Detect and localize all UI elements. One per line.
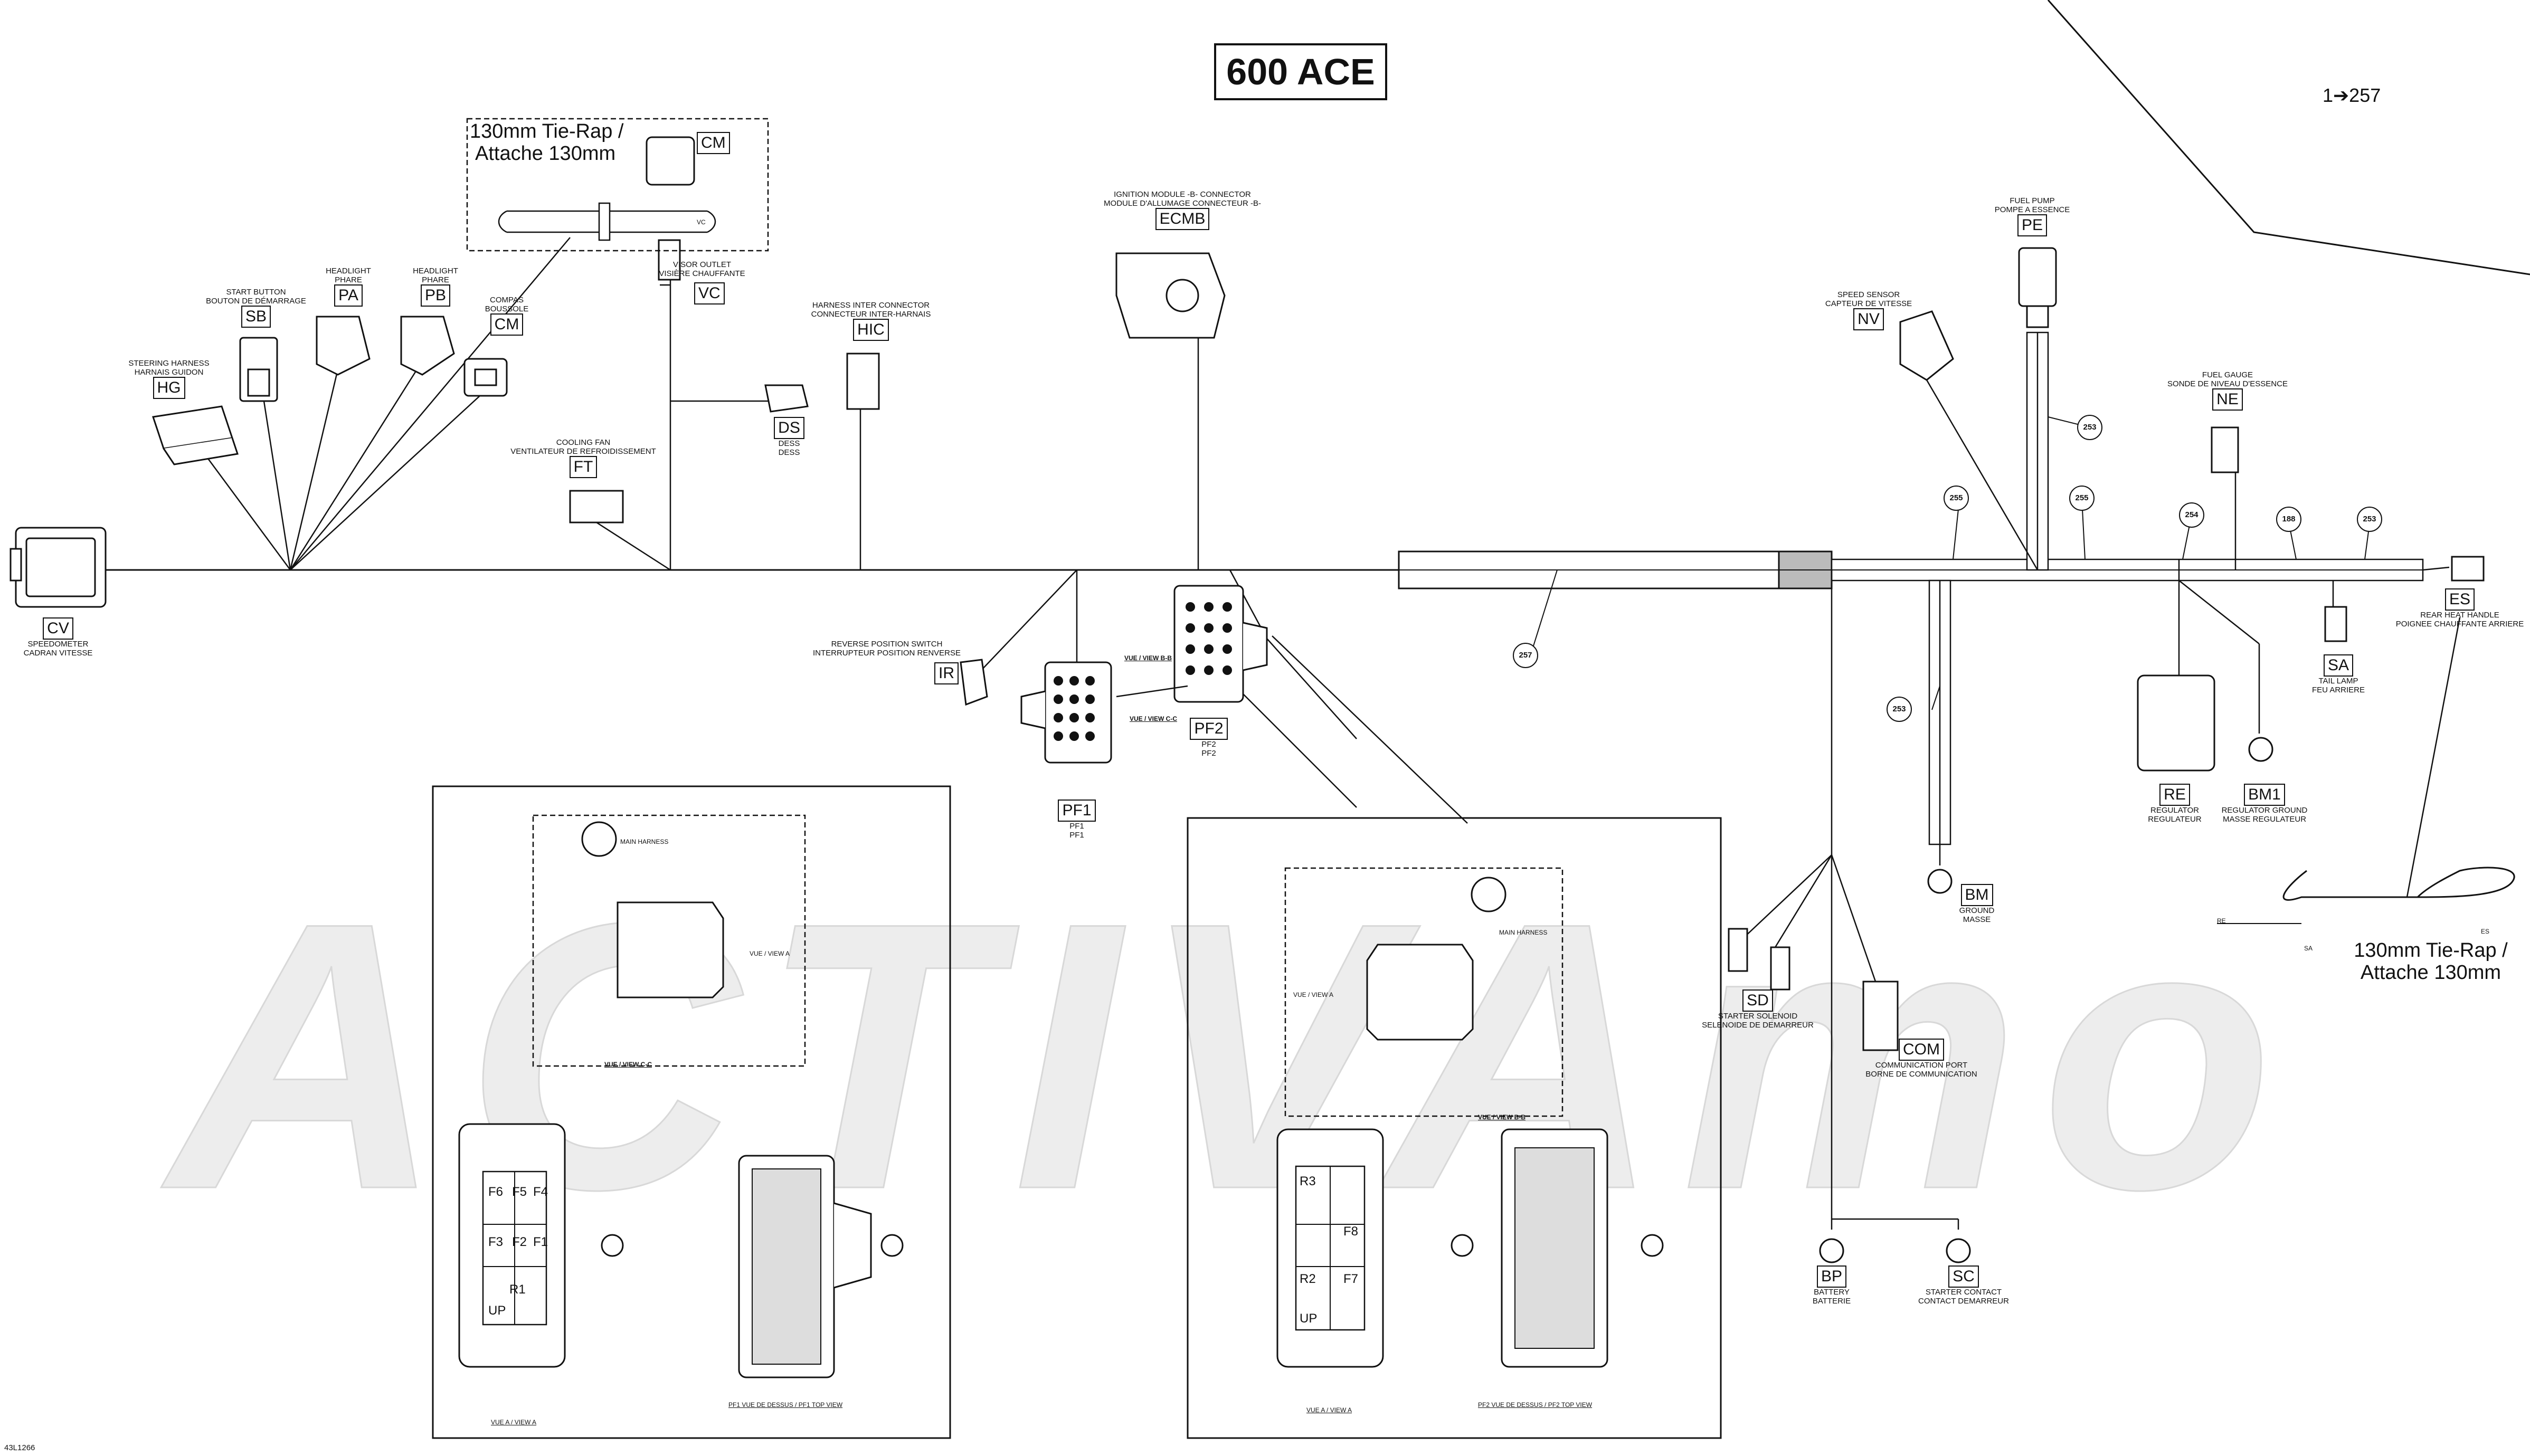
re-mark: RE: [2217, 917, 2226, 925]
callout-253-c: 253: [2357, 507, 2382, 532]
main-harness-label-1: MAIN HARNESS: [620, 838, 669, 845]
callout-253-b: 253: [1887, 697, 1912, 722]
vc-mark: VC: [697, 218, 706, 226]
tie-rap-label-top: 130mm Tie-Rap /Attache 130mm: [470, 120, 624, 165]
view-c-label: VUE / VIEW C-C: [1130, 715, 1178, 722]
pf1-view-a-caption: VUE A / VIEW A: [491, 1419, 537, 1426]
pf2-relay-r3: R3: [1300, 1174, 1316, 1188]
pf1-fuse-f4: F4: [533, 1185, 548, 1199]
drawing-number: 43L1266: [4, 1443, 35, 1452]
pf1-fuse-f6: F6: [488, 1185, 504, 1199]
callout-253-a: 253: [2077, 415, 2102, 440]
reference-arrow: 1➔257: [2323, 84, 2381, 106]
pf2-up: UP: [1300, 1311, 1318, 1326]
sa-mark: SA: [2304, 945, 2313, 952]
cv-connector-shape: [10, 527, 107, 608]
pf1-connector-shape: [1020, 661, 1112, 764]
pf1-detail-box: [432, 785, 951, 1439]
connector-code-cm-top: CM: [697, 132, 730, 154]
view-a-label-2: VUE / VIEW A: [1293, 991, 1334, 998]
connector-code-ir: IR: [934, 662, 959, 684]
pf1-fuse-f2: F2: [512, 1235, 527, 1249]
tie-rap-detail-box: [466, 118, 769, 252]
pf2-fuse-f7: F7: [1343, 1272, 1359, 1286]
pf2-relay-r2: R2: [1300, 1272, 1316, 1286]
pf1-fuse-f5: F5: [512, 1185, 527, 1199]
callout-257: 257: [1513, 643, 1538, 668]
callout-188: 188: [2276, 507, 2301, 532]
pf1-fuse-f1: F1: [533, 1235, 548, 1249]
view-b-label: VUE / VIEW B-B: [1124, 654, 1172, 662]
view-b-caption: VUE / VIEW B-B: [1478, 1114, 1526, 1121]
pf1-relay-r1: R1: [509, 1282, 526, 1297]
main-harness-label-2: MAIN HARNESS: [1499, 929, 1548, 936]
pf1-top-caption: PF1 VUE DE DESSUS / PF1 TOP VIEW: [728, 1401, 843, 1409]
pf1-fuse-f3: F3: [488, 1235, 504, 1249]
page-title: 600 ACE: [1214, 43, 1387, 100]
boundary-line: [2047, 0, 2530, 275]
pf2-detail-box: [1187, 817, 1722, 1439]
pf1-up: UP: [488, 1303, 506, 1318]
pf2-top-caption: PF2 VUE DE DESSUS / PF2 TOP VIEW: [1478, 1401, 1593, 1409]
es-mark: ES: [2481, 928, 2490, 935]
pf2-view-a-caption: VUE A / VIEW A: [1306, 1406, 1352, 1414]
rear-branch-lines: [1926, 331, 2450, 865]
tie-rap-label-right: 130mm Tie-Rap /Attache 130mm: [2354, 939, 2508, 984]
view-c-caption: VUE / VIEW C-C: [604, 1061, 652, 1068]
pf2-fuse-f8: F8: [1343, 1224, 1359, 1239]
view-a-label-1: VUE / VIEW A: [750, 950, 790, 957]
connector-code-vc: VC: [694, 282, 725, 304]
callout-255-b: 255: [2069, 486, 2095, 511]
callout-254: 254: [2179, 502, 2204, 528]
callout-255-a: 255: [1944, 486, 1969, 511]
